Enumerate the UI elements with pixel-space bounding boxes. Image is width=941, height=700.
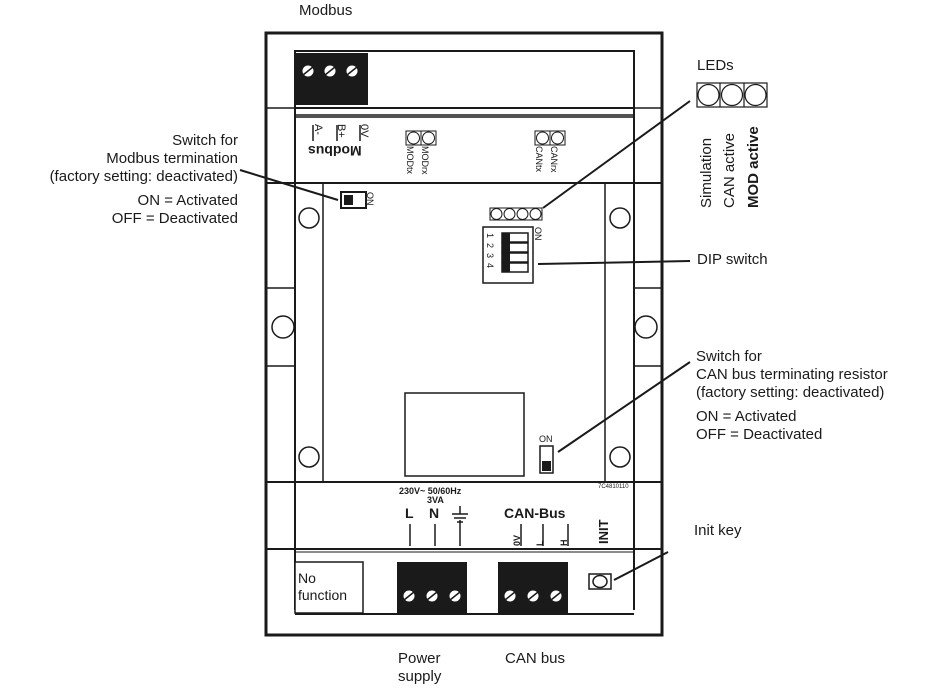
mounting-hole xyxy=(298,207,320,229)
callout-line: Switch for xyxy=(172,132,238,149)
transformer xyxy=(404,392,525,477)
power-supply-label-1: Power xyxy=(398,650,441,667)
canrx-led xyxy=(551,131,564,145)
can-switch-on-label: ON xyxy=(539,434,553,444)
callout-on: ON = Activated xyxy=(696,408,797,425)
power-terminal-block xyxy=(397,562,467,613)
can-terminal-h: H xyxy=(559,539,569,547)
canrx-label: CANrx xyxy=(549,146,559,173)
led-legend-box xyxy=(696,82,768,108)
terminal-b-plus: B+ xyxy=(335,124,347,138)
housing-outer xyxy=(264,31,664,637)
no-function-line: function xyxy=(298,587,348,603)
modbus-board-label: Modbus xyxy=(308,143,362,159)
mounting-hole xyxy=(298,446,320,468)
init-key-label: Init key xyxy=(694,522,742,539)
modtx-led xyxy=(407,131,420,145)
modrx-label: MODrx xyxy=(420,146,430,175)
terminal-l: L xyxy=(405,505,414,521)
led-label-simulation: Simulation xyxy=(698,137,715,208)
led-label-mod-active: MOD active xyxy=(745,126,762,208)
can-terminal-0v: 0V xyxy=(512,534,522,546)
modbus-screws xyxy=(302,65,358,77)
no-function-line: No xyxy=(298,570,316,586)
callout-line: Modbus termination xyxy=(106,150,238,167)
terminal-0v: 0V xyxy=(358,124,370,138)
dip-switch-levers xyxy=(501,232,529,273)
no-function-terminal xyxy=(294,561,364,614)
cantx-led xyxy=(536,131,549,145)
power-rating-2: 3VA xyxy=(427,495,444,505)
power-supply-label-2: supply xyxy=(398,668,442,685)
callout-line: (factory setting: deactivated) xyxy=(49,168,238,185)
leader-dip-switch xyxy=(537,260,691,265)
dip-position-3: 3 xyxy=(485,253,495,259)
modbus-terminal-block xyxy=(295,53,368,105)
terminal-n: N xyxy=(429,505,440,521)
callout-line: CAN bus terminating resistor xyxy=(696,366,888,383)
modrx-led xyxy=(422,131,435,145)
mounting-hole xyxy=(634,315,658,339)
modbus-switch-callout: Switch for Modbus termination (factory s… xyxy=(50,132,238,228)
canbus-board-label: CAN-Bus xyxy=(504,505,566,521)
leader-can-switch xyxy=(557,361,691,453)
can-switch-callout: Switch for CAN bus terminating resistor … xyxy=(696,348,888,444)
mounting-hole xyxy=(609,446,631,468)
callout-line: Switch for xyxy=(696,348,762,365)
modbus-connector-label: Modbus xyxy=(299,2,353,19)
leader-init-key xyxy=(613,551,669,581)
power-rating-1: 230V~ 50/60Hz xyxy=(399,486,462,496)
mounting-hole xyxy=(609,207,631,229)
no-function-label: No function xyxy=(298,570,347,604)
init-board-label: INIT xyxy=(596,519,611,544)
callout-off: OFF = Deactivated xyxy=(696,426,823,443)
simulation-led xyxy=(697,83,720,107)
mounting-hole xyxy=(271,315,295,339)
leader-modbus-switch xyxy=(239,169,339,201)
led-label-can-active: CAN active xyxy=(721,132,738,208)
callout-on: ON = Activated xyxy=(137,192,238,209)
can-terminal-l: L xyxy=(535,540,545,547)
terminal-a-minus: A- xyxy=(312,124,324,135)
leader-leds xyxy=(542,100,691,209)
dip-switch-label: DIP switch xyxy=(697,251,768,268)
callout-off: OFF = Deactivated xyxy=(111,210,238,227)
can-active-led xyxy=(720,83,744,107)
leds-title: LEDs xyxy=(697,57,734,74)
mod-active-led xyxy=(744,83,767,107)
dip-position-1: 1 xyxy=(485,233,495,239)
dip-position-4: 4 xyxy=(485,263,495,269)
can-bus-label: CAN bus xyxy=(505,650,566,667)
dip-on-label: ON xyxy=(533,227,543,241)
can-terminal-block xyxy=(498,562,568,613)
dip-position-2: 2 xyxy=(485,243,495,249)
part-number: 7C4810110 xyxy=(598,484,629,490)
modbus-switch-on-label: ON xyxy=(365,192,375,206)
callout-line: (factory setting: deactivated) xyxy=(696,384,885,401)
